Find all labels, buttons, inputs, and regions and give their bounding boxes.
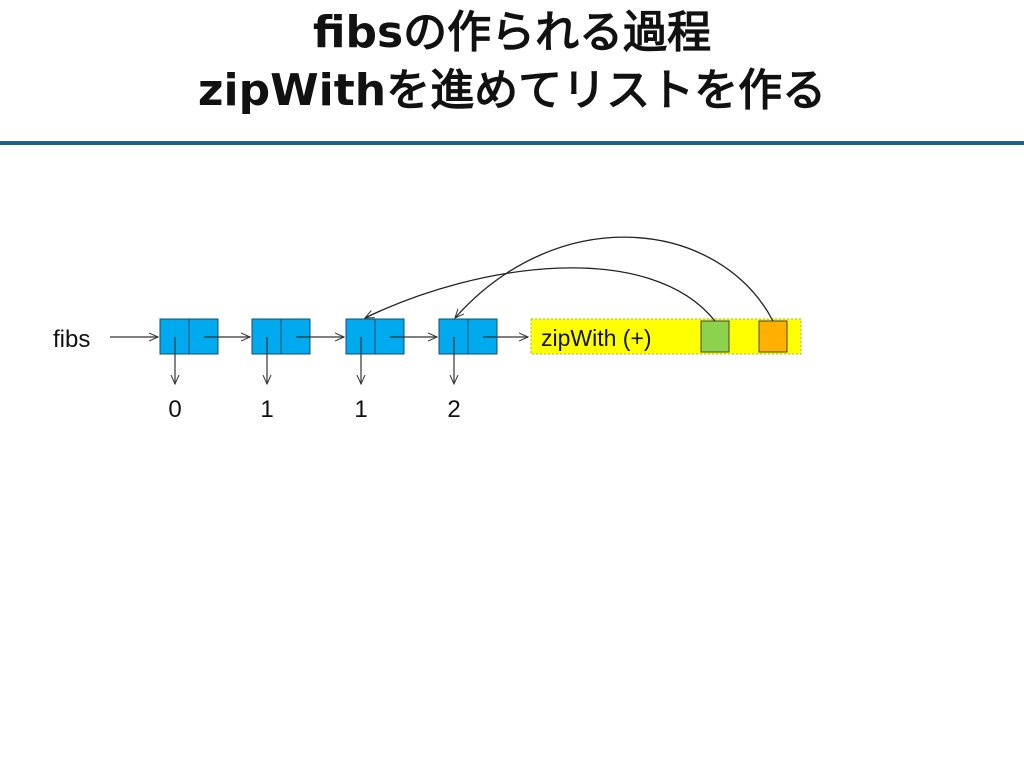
fibs-label: fibs bbox=[53, 326, 90, 353]
arg2-pointer-arrow bbox=[455, 236, 774, 322]
arg1-pointer-arrow bbox=[365, 267, 716, 322]
slide-title: fibsの作られる過程 zipWithを進めてリストを作る bbox=[0, 0, 1024, 120]
value-label: 1 bbox=[260, 396, 273, 423]
cons-cell bbox=[159, 318, 219, 355]
value-label: 1 bbox=[354, 396, 367, 423]
zipwith-arg1-box bbox=[700, 320, 730, 353]
value-label: 2 bbox=[447, 396, 460, 423]
title-line-1: fibsの作られる過程 bbox=[312, 7, 712, 58]
zipwith-thunk-box bbox=[530, 318, 802, 355]
title-underline bbox=[0, 141, 1024, 145]
zipwith-arg2-box bbox=[758, 320, 788, 353]
value-label: 0 bbox=[168, 396, 181, 423]
title-line-2: zipWithを進めてリストを作る bbox=[197, 65, 827, 116]
zipwith-label: zipWith (+) bbox=[541, 325, 652, 351]
